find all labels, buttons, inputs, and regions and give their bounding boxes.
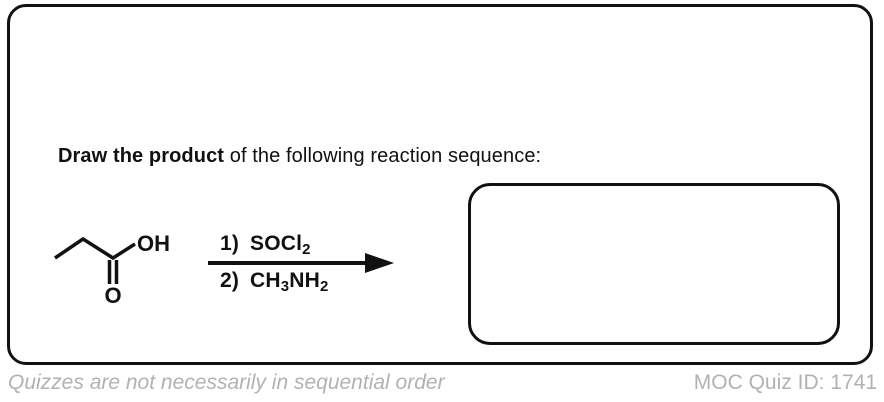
instruction-text: Draw the product of the following reacti… (58, 145, 541, 168)
reaction-arrow-head (365, 253, 394, 273)
answer-drawing-area[interactable] (468, 183, 840, 345)
carbonyl-oxygen-label: O (104, 283, 121, 308)
reactant-structure: OH O (54, 231, 170, 308)
reagent-step-2-formula: CH3NH2 (250, 269, 329, 295)
skeletal-bonds (54, 236, 136, 261)
reaction-scheme: OH O (54, 231, 394, 308)
reagent-step-2-number: 2) (220, 269, 240, 292)
reagent-step-2-part2: NH (289, 269, 321, 292)
reagent-step-2-sub1: 3 (280, 278, 290, 295)
quiz-id: MOC Quiz ID: 1741 (693, 371, 877, 394)
reagent-step-2-sub2: 2 (320, 278, 329, 295)
reaction-arrow (208, 253, 394, 273)
reagent-step-2-part1: CH (250, 269, 281, 292)
reagent-step-1-formula-sub: 2 (302, 241, 311, 258)
reagent-step-2: 2) CH3NH2 (220, 269, 329, 295)
reagent-step-1-number: 1) (220, 232, 240, 255)
reagent-step-1-formula-main: SOCl (250, 232, 303, 255)
instruction-rest: of the following reaction sequence: (224, 145, 542, 167)
instruction-bold: Draw the product (58, 145, 225, 167)
hydroxyl-label: OH (137, 231, 170, 256)
reagent-step-1: 1) SOCl2 (220, 232, 311, 258)
footer-note: Quizzes are not necessarily in sequentia… (8, 371, 445, 394)
reagent-step-1-formula: SOCl2 (250, 232, 311, 258)
